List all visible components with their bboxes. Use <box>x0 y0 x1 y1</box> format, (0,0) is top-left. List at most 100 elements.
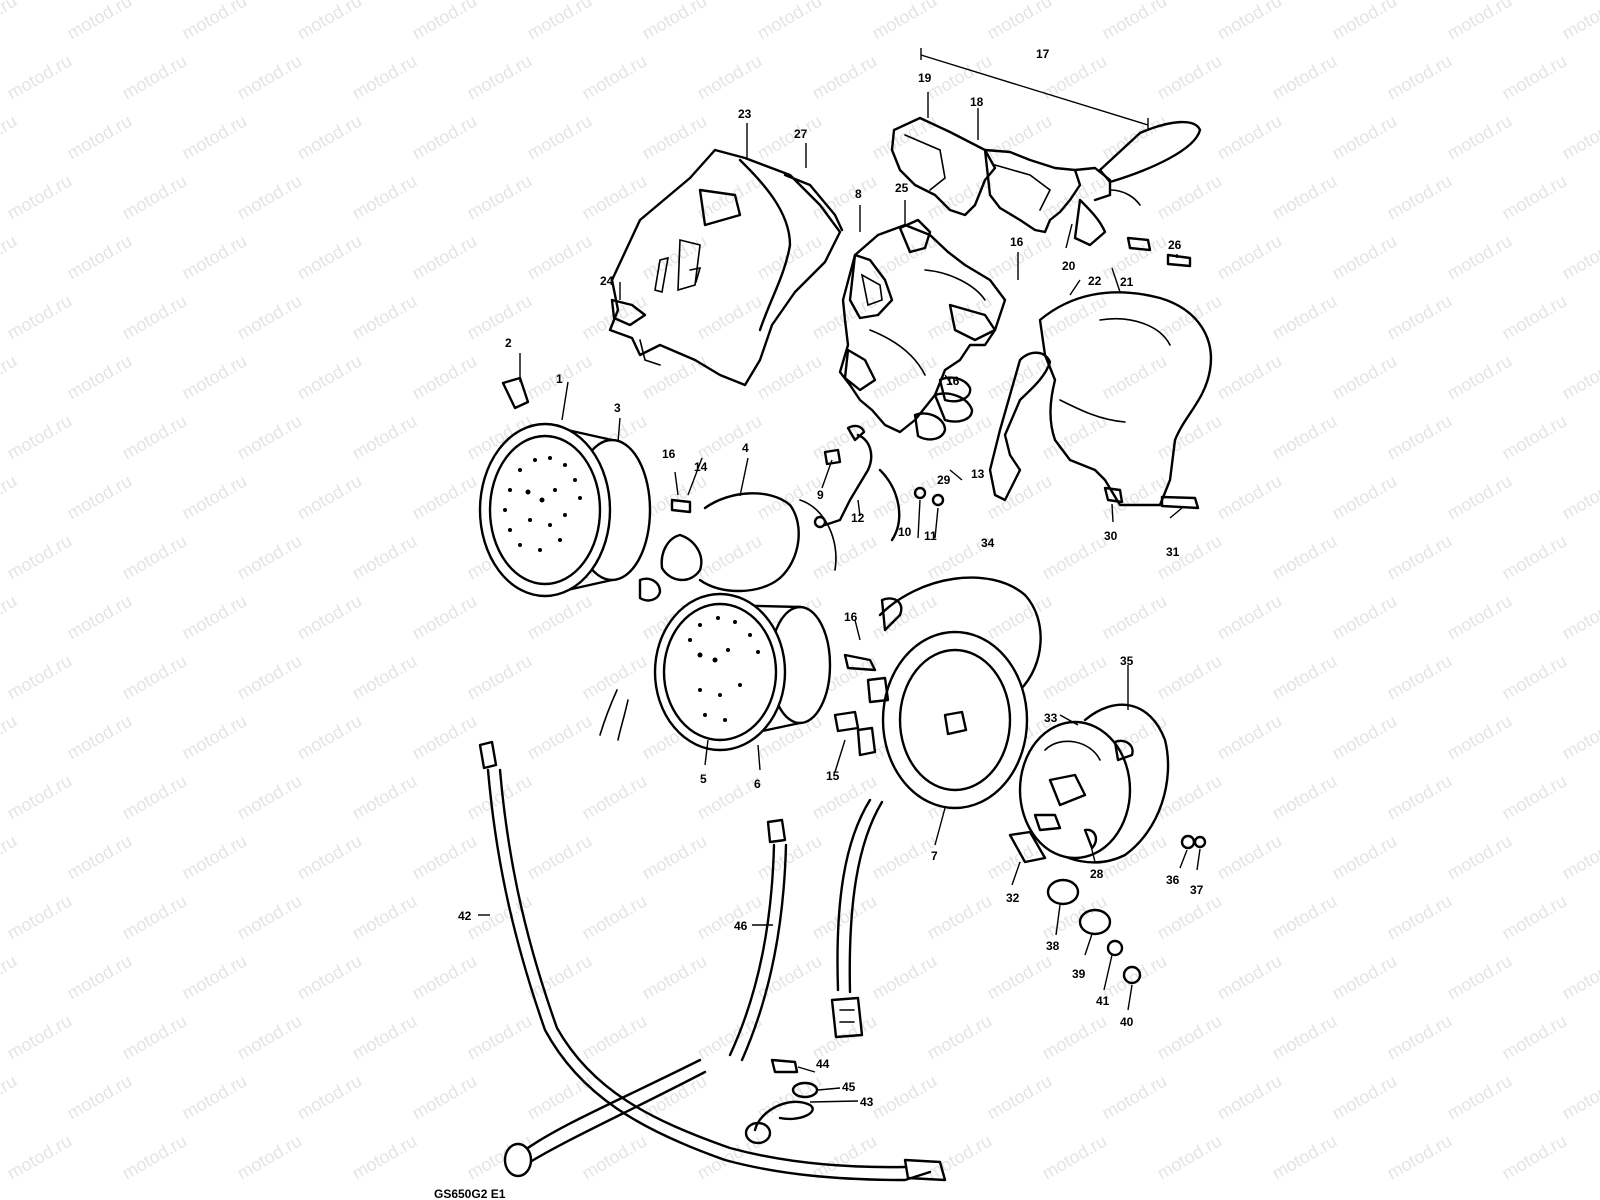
watermark-text: motod.ru <box>464 651 536 704</box>
watermark-text: motod.ru <box>1384 651 1456 704</box>
watermark-text: motod.ru <box>349 291 421 344</box>
watermark-text: motod.ru <box>64 1071 136 1124</box>
watermark-text: motod.ru <box>869 831 941 884</box>
watermark-text: motod.ru <box>179 351 251 404</box>
watermark-text: motod.ru <box>1214 951 1286 1004</box>
watermark-text: motod.ru <box>119 771 191 824</box>
watermark-text: motod.ru <box>1269 1011 1341 1064</box>
callout-26: 26 <box>1168 238 1182 252</box>
callout-18: 18 <box>970 95 984 109</box>
watermark-text: motod.ru <box>1039 1131 1111 1184</box>
watermark-text: motod.ru <box>1269 411 1341 464</box>
watermark-text: motod.ru <box>524 591 596 644</box>
watermark-text: motod.ru <box>349 531 421 584</box>
watermark-text: motod.ru <box>1214 111 1286 164</box>
watermark-text: motod.ru <box>1269 771 1341 824</box>
watermark-text: motod.ru <box>1269 891 1341 944</box>
watermark-text: motod.ru <box>0 831 20 884</box>
watermark-text: motod.ru <box>409 471 481 524</box>
callout-30: 30 <box>1104 529 1118 543</box>
watermark-text: motod.ru <box>179 471 251 524</box>
callout-6: 6 <box>754 777 761 791</box>
watermark-text: motod.ru <box>294 351 366 404</box>
watermark-text: motod.ru <box>1329 711 1401 764</box>
watermark-text: motod.ru <box>524 711 596 764</box>
watermark-text: motod.ru <box>1384 771 1456 824</box>
callout-44: 44 <box>816 1057 830 1071</box>
watermark-text: motod.ru <box>1329 1071 1401 1124</box>
watermark-text: motod.ru <box>1329 351 1401 404</box>
watermark-text: motod.ru <box>294 471 366 524</box>
watermark-text: motod.ru <box>1499 291 1571 344</box>
watermark-text: motod.ru <box>409 831 481 884</box>
watermark-text: motod.ru <box>1559 351 1600 404</box>
watermark-text: motod.ru <box>1444 1071 1516 1124</box>
watermark-text: motod.ru <box>1099 951 1171 1004</box>
watermark-text: motod.ru <box>294 591 366 644</box>
watermark-text: motod.ru <box>234 171 306 224</box>
watermark-text: motod.ru <box>809 531 881 584</box>
watermark-text: motod.ru <box>1214 591 1286 644</box>
watermark-text: motod.ru <box>0 591 20 644</box>
watermark-text: motod.ru <box>579 1011 651 1064</box>
watermark-text: motod.ru <box>1384 171 1456 224</box>
callout-29: 29 <box>937 473 951 487</box>
watermark-text: motod.ru <box>179 0 251 43</box>
watermark-text: motod.ru <box>119 1131 191 1184</box>
watermark-text: motod.ru <box>1499 171 1571 224</box>
callout-45: 45 <box>842 1080 856 1094</box>
callout-42: 42 <box>458 909 472 923</box>
watermark-text: motod.ru <box>349 411 421 464</box>
watermark-text: motod.ru <box>349 1131 421 1184</box>
watermark-text: motod.ru <box>1099 0 1171 43</box>
callout-41: 41 <box>1096 994 1110 1008</box>
watermark-text: motod.ru <box>349 51 421 104</box>
watermark-text: motod.ru <box>1329 111 1401 164</box>
watermark-text: motod.ru <box>4 411 76 464</box>
callout-16-a: 16 <box>662 447 676 461</box>
watermark-text: motod.ru <box>0 711 20 764</box>
watermark-text: motod.ru <box>1559 471 1600 524</box>
watermark-text: motod.ru <box>4 1011 76 1064</box>
watermark-text: motod.ru <box>179 951 251 1004</box>
watermark-text: motod.ru <box>4 51 76 104</box>
watermark-text: motod.ru <box>1214 231 1286 284</box>
watermark-text: motod.ru <box>4 651 76 704</box>
watermark-text: motod.ru <box>464 771 536 824</box>
center-gauge <box>833 576 1042 810</box>
watermark-text: motod.ru <box>754 111 826 164</box>
watermark-text: motod.ru <box>1384 1011 1456 1064</box>
watermark-text: motod.ru <box>119 51 191 104</box>
watermark-text: motod.ru <box>1499 1131 1571 1184</box>
watermark-text: motod.ru <box>409 351 481 404</box>
watermark-text: motod.ru <box>984 471 1056 524</box>
callout-3: 3 <box>614 401 621 415</box>
watermark-text: motod.ru <box>694 531 766 584</box>
watermark-text: motod.ru <box>1039 51 1111 104</box>
watermark-text: motod.ru <box>409 0 481 43</box>
watermark-text: motod.ru <box>234 771 306 824</box>
watermark-text: motod.ru <box>4 531 76 584</box>
watermark-text: motod.ru <box>1154 1011 1226 1064</box>
watermark-text: motod.ru <box>754 471 826 524</box>
watermark-text: motod.ru <box>1269 171 1341 224</box>
watermark-text: motod.ru <box>639 0 711 43</box>
watermark-text: motod.ru <box>234 411 306 464</box>
watermark-text: motod.ru <box>869 951 941 1004</box>
watermark-text: motod.ru <box>179 111 251 164</box>
watermark-text: motod.ru <box>869 0 941 43</box>
callout-16-b: 16 <box>844 610 858 624</box>
watermark-text: motod.ru <box>1559 111 1600 164</box>
callout-19: 19 <box>918 71 932 85</box>
watermark-text: motod.ru <box>1559 711 1600 764</box>
watermark-text: motod.ru <box>1384 891 1456 944</box>
watermark-text: motod.ru <box>64 711 136 764</box>
watermark-text: motod.ru <box>1444 471 1516 524</box>
watermark-text: motod.ru <box>0 471 20 524</box>
watermark-text: motod.ru <box>0 951 20 1004</box>
watermark-text: motod.ru <box>64 471 136 524</box>
watermark-text: motod.ru <box>409 1071 481 1124</box>
watermark-text: motod.ru <box>869 1071 941 1124</box>
speedometer-cable <box>478 740 947 1182</box>
